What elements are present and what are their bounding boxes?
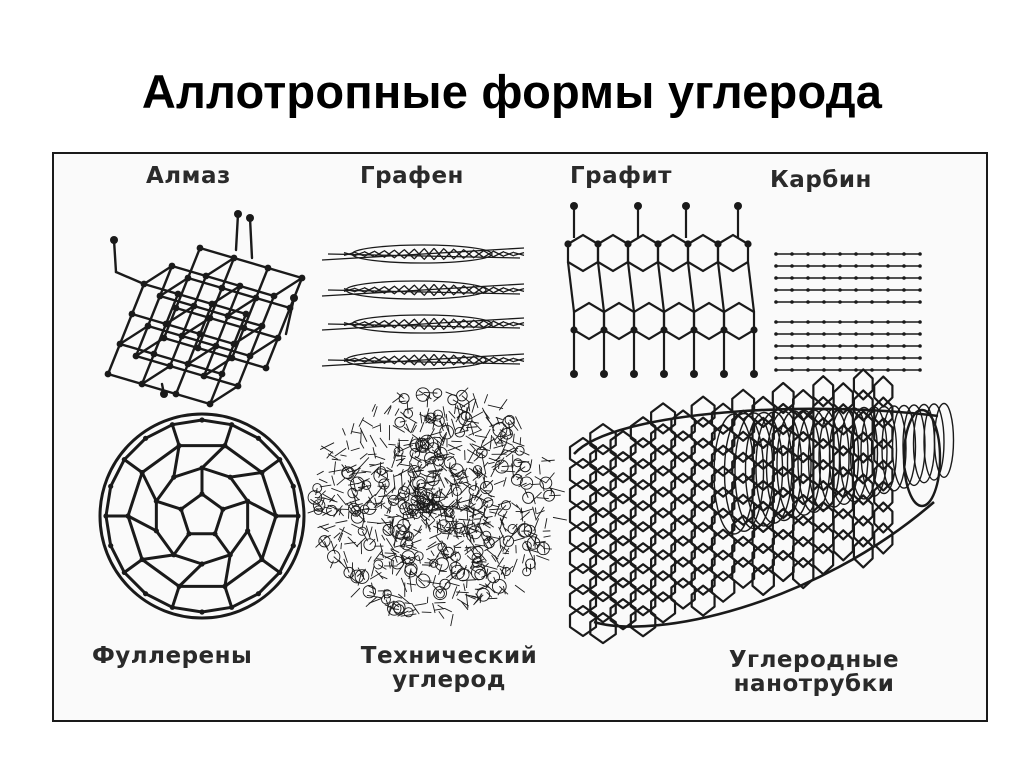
fullerene-sphere-drawing — [98, 412, 306, 620]
graphene-sheets-drawing — [321, 244, 525, 370]
carbyne-chains-drawing — [774, 252, 922, 372]
technical-carbon-drawing — [307, 387, 567, 627]
label-nanotubes: Углеродные нанотрубки — [728, 647, 900, 698]
label-fullerenes: Фуллерены — [92, 643, 253, 669]
label-technical-carbon: Технический углерод — [360, 643, 538, 694]
allotropes-figure: Алмаз Графен Графит Карбин Фуллерены Тех… — [52, 152, 988, 722]
slide-title: Аллотропные формы углерода — [141, 65, 883, 118]
nanotube-drawing — [568, 368, 955, 645]
label-graphene: Графен — [360, 163, 464, 189]
allotropes-illustration — [98, 202, 955, 645]
label-diamond: Алмаз — [146, 163, 231, 189]
graphite-layers-drawing — [564, 202, 758, 378]
label-graphite: Графит — [570, 163, 672, 189]
label-carbyne: Карбин — [770, 167, 872, 193]
diamond-lattice-drawing — [104, 210, 306, 408]
